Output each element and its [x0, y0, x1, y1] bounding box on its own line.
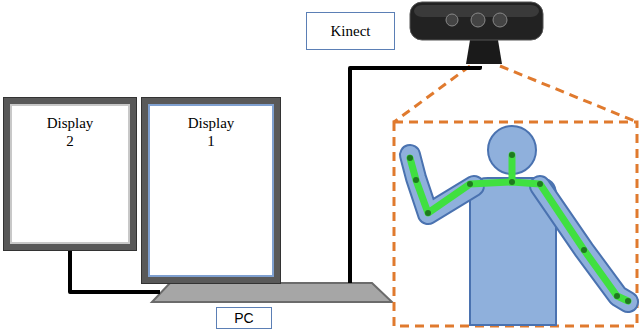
label-box: Kinect: [306, 12, 395, 50]
kinect-sensor: [410, 2, 543, 40]
person-figure: [410, 126, 628, 325]
node-label: Display 1: [185, 114, 237, 150]
node-label: Display 2: [44, 114, 96, 150]
kinect-lens: [446, 14, 458, 26]
kinect-lens: [471, 13, 485, 27]
field-of-view: [394, 66, 637, 326]
kinect-node: Kinect: [305, 0, 545, 66]
kinect-lens: [493, 13, 507, 27]
kinect-stand: [466, 40, 502, 64]
display-monitor: Display 2: [4, 98, 136, 250]
label-box: PC: [216, 307, 272, 329]
display-monitor: Display 1: [142, 98, 280, 283]
laptop-base: [152, 283, 392, 302]
cable: [350, 66, 480, 283]
node-label: PC: [234, 309, 253, 327]
pc-node: PC: [160, 283, 392, 329]
skeleton: [407, 152, 631, 304]
node-label: Kinect: [331, 22, 371, 40]
